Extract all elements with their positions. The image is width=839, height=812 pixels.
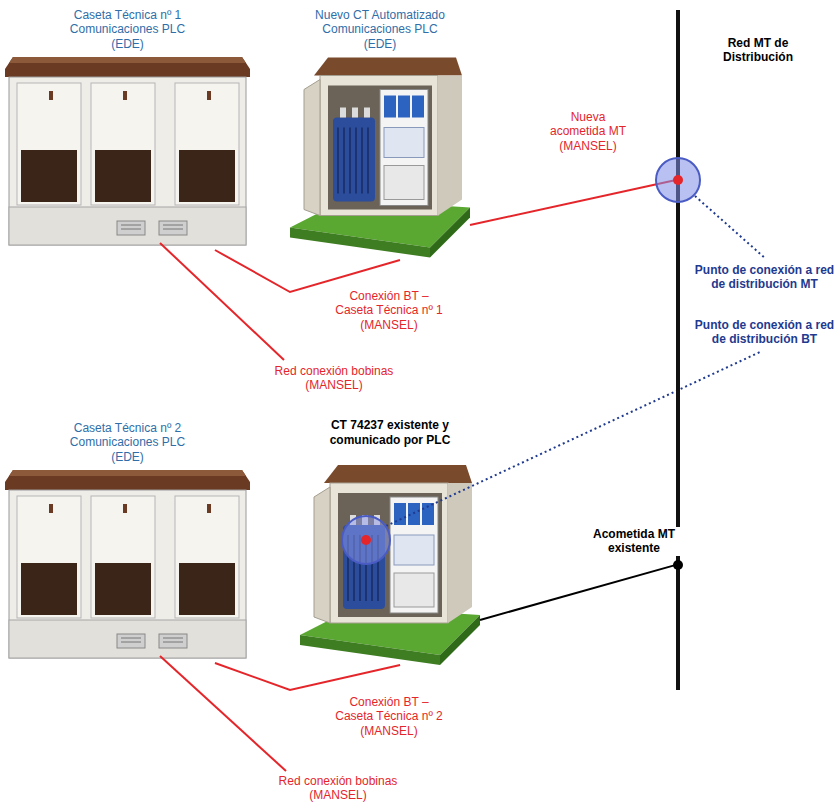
node-heading: Caseta Técnica nº 1 Comunicaciones PLC (… [62, 8, 194, 51]
connection-dot [673, 175, 683, 185]
coil-network-wire [160, 656, 286, 771]
mv-network-line: Red MT de Distribución [676, 10, 680, 690]
connection-label: Conexión BT – Caseta Técnica nº 1 (MANSE… [333, 289, 445, 332]
cable-connector [480, 565, 676, 620]
connection-dot [673, 560, 683, 570]
technical-cabinet [5, 470, 250, 658]
technical-cabinet: Caseta Técnica nº 1 Comunicaciones PLC (… [5, 55, 250, 250]
node-heading: Red MT de Distribución [698, 36, 818, 65]
substation-building [290, 58, 470, 258]
leader-line [695, 196, 766, 259]
connection-label: Nueva acometida MT (MANSEL) [543, 110, 633, 153]
connection-label: Acometida MT existente [588, 527, 680, 556]
technical-cabinet [5, 57, 250, 245]
connection-label: Conexión BT – Caseta Técnica nº 2 (MANSE… [333, 695, 445, 738]
connection-circle [342, 516, 390, 564]
cable-connector [215, 250, 400, 292]
coil-network-label: Red conexión bobinas (MANSEL) [262, 364, 406, 393]
connection-circle [656, 158, 700, 202]
coil-network-label: Red conexión bobinas (MANSEL) [266, 774, 410, 803]
connection-point-label: Punto de conexión a red de distribución … [689, 318, 839, 347]
coil-network-wire [160, 243, 284, 360]
cable-connector [215, 663, 400, 690]
cable-connector [470, 180, 676, 225]
node-heading: CT 74237 existente y comunicado por PLC [315, 418, 465, 447]
connection-point-label: Punto de conexión a red de distribución … [689, 263, 839, 292]
substation-node: Nuevo CT Automatizado Comunicaciones PLC… [290, 55, 470, 260]
technical-cabinet: Caseta Técnica nº 2 Comunicaciones PLC (… [5, 468, 250, 663]
substation-node: CT 74237 existente y comunicado por PLC [300, 465, 480, 665]
connection-dot [361, 535, 371, 545]
substation-building [300, 465, 480, 665]
node-heading: Nuevo CT Automatizado Comunicaciones PLC… [308, 8, 453, 51]
node-heading: Caseta Técnica nº 2 Comunicaciones PLC (… [62, 421, 194, 464]
